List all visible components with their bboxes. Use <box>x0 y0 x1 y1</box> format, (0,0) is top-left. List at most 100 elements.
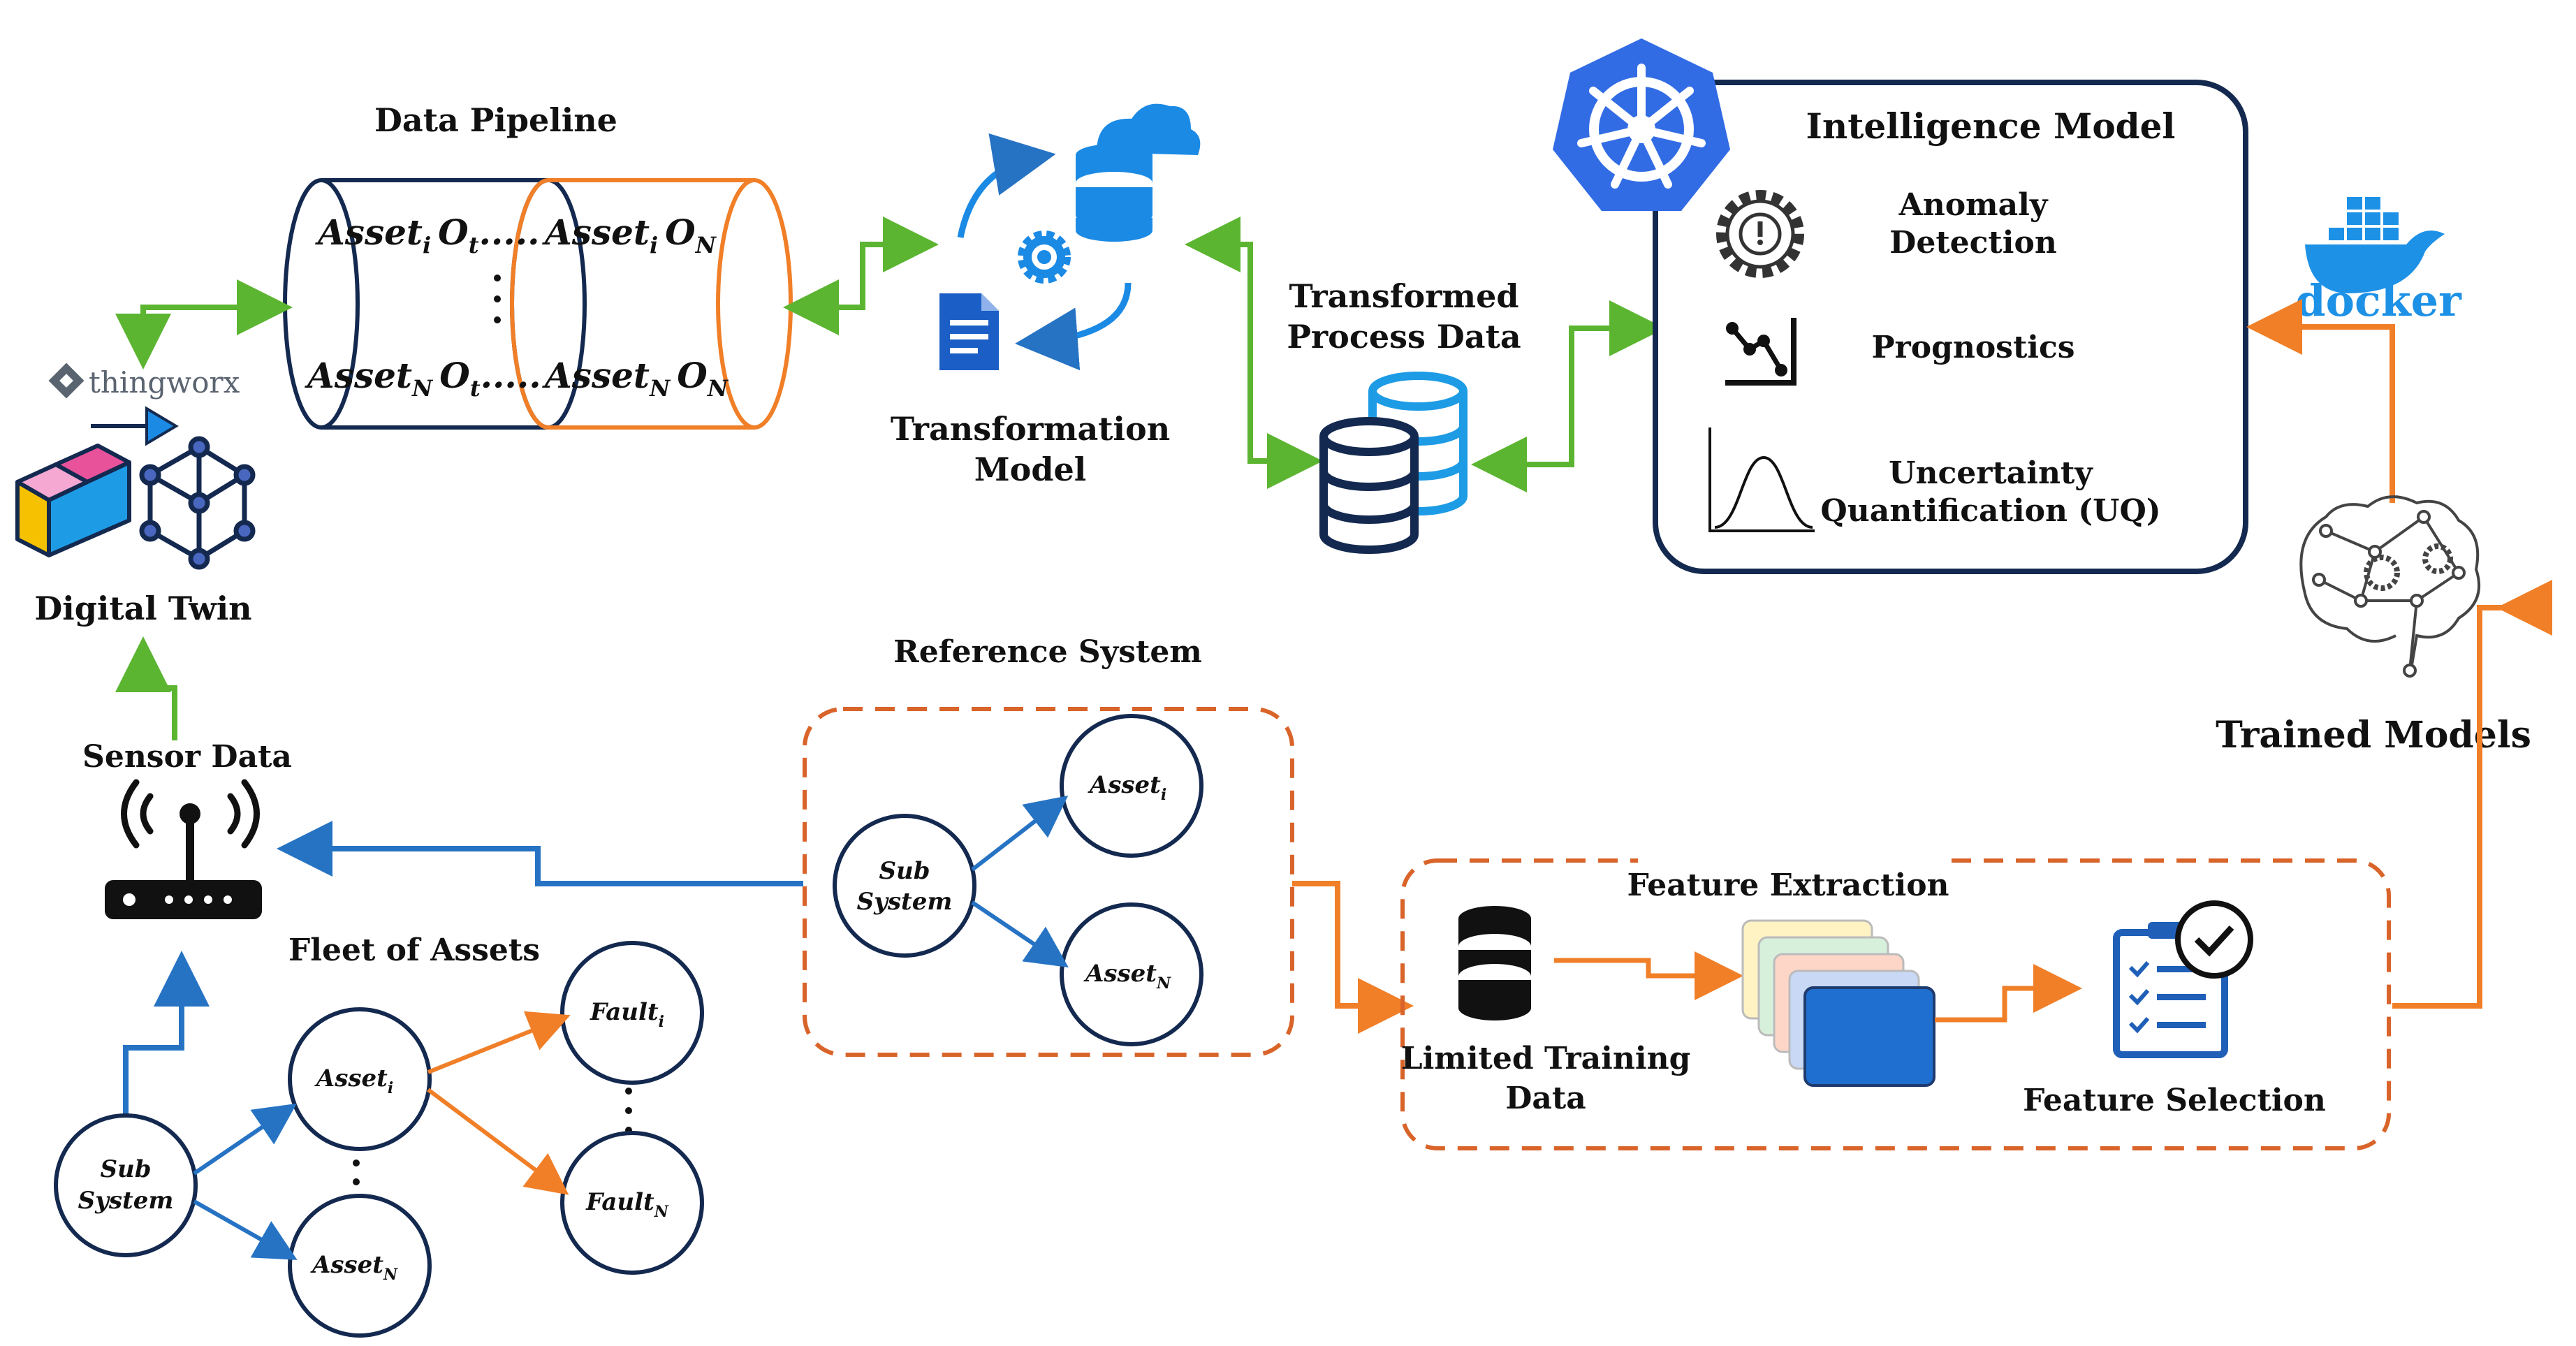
gear-alert-icon <box>1716 190 1804 278</box>
fleet-fault-i-label: Faulti <box>590 998 664 1031</box>
feature-stack-icon <box>1741 919 1935 1087</box>
reference-system-box <box>803 707 1294 1057</box>
thingworx-icon <box>48 363 85 399</box>
intelligence-model-box <box>1653 80 2248 574</box>
reference-edge-i <box>971 795 1069 872</box>
trend-chart-icon <box>1725 318 1796 386</box>
data-pipeline-title: Data Pipeline <box>374 101 617 139</box>
fleet-asset-i-label: Asseti <box>314 1065 393 1097</box>
prognostics-label: Prognostics <box>1871 330 2074 365</box>
cycle-arrow-top <box>957 133 1056 238</box>
fleet-subsystem-node <box>54 1113 198 1257</box>
training-label-1: Limited Training <box>1401 1041 1691 1076</box>
thingworx-logo: thingworx <box>48 363 240 446</box>
checklist-icon <box>2113 900 2253 1058</box>
arrow-reference-to-sensor <box>277 821 803 886</box>
reference-sub-label-2: System <box>857 888 953 916</box>
reference-edge-n <box>971 900 1069 968</box>
bell-curve-icon <box>1708 427 1815 532</box>
arrow-transformation-transformed <box>1185 217 1323 489</box>
pipeline-cylinder-orange-seam <box>510 178 549 430</box>
pipeline-cylinder-orange <box>548 178 754 430</box>
cycle-arrow-bottom <box>1015 282 1132 371</box>
transformed-label-1: Transformed <box>1289 277 1518 315</box>
anomaly-label-1: Anomaly <box>1898 187 2049 223</box>
fleet-asset-n-label: AssetN <box>310 1251 398 1284</box>
fleet-edge-asset-i <box>193 1103 297 1176</box>
digital-twin-label: Digital Twin <box>34 590 251 627</box>
reference-asset-i-label: Asseti <box>1088 771 1166 804</box>
kubernetes-icon <box>1553 38 1730 211</box>
arrow-stack-to-selection <box>1935 964 2082 1023</box>
fleet-edge-fault-i <box>427 1011 571 1074</box>
transformation-label-1: Transformation <box>891 410 1170 448</box>
feature-extraction-title: Feature Extraction <box>1627 868 1949 903</box>
arrow-transformed-intelligence <box>1471 300 1665 492</box>
trained-models: Trained Models <box>2216 495 2531 756</box>
reference-system-title: Reference System <box>893 634 1202 670</box>
training-database-icon <box>1458 906 1531 1021</box>
docker-whale-icon <box>2305 197 2445 293</box>
arrow-sensor-to-twin <box>115 636 177 740</box>
feature-extraction: Feature Extraction Limited Training Data <box>1400 849 2391 1150</box>
transformed-process-data: Transformed Process Data <box>1287 277 1521 554</box>
anomaly-label-2: Detection <box>1889 225 2057 261</box>
digital-twin-wireframe-icon <box>139 436 256 570</box>
arrow-fleet-to-sensor <box>123 951 210 1118</box>
docker-text: docker <box>2295 275 2462 326</box>
uq-label-1: Uncertainty <box>1889 455 2093 491</box>
fleet-asset-n-node <box>288 1194 432 1338</box>
sensor-data: Sensor Data <box>82 739 292 919</box>
fleet-edge-fault-n <box>427 1088 569 1195</box>
thingworx-text: thingworx <box>89 365 240 400</box>
arrow-reference-to-features <box>1292 881 1414 1034</box>
gear-icon <box>1018 231 1071 284</box>
uq-label-2: Quantification (UQ) <box>1820 493 2160 529</box>
arrow-training-to-stack <box>1554 951 1743 1000</box>
intelligence-model-title: Intelligence Model <box>1806 105 2176 147</box>
thingworx-play-icon <box>91 406 179 446</box>
document-icon <box>939 293 999 370</box>
arrow-pipeline-transformation <box>783 217 939 335</box>
fleet-title: Fleet of Assets <box>288 932 540 968</box>
reference-sub-label-1: Sub <box>879 857 930 885</box>
transformation-model: Transformation Model <box>891 103 1201 488</box>
router-icon <box>105 779 262 919</box>
training-label-2: Data <box>1505 1081 1586 1116</box>
fleet-sub-label-2: System <box>78 1187 174 1215</box>
brain-network-icon <box>2299 495 2481 678</box>
transformation-label-2: Model <box>974 451 1087 488</box>
sensor-data-label: Sensor Data <box>82 739 292 775</box>
fleet-fault-n-label: FaultN <box>585 1188 669 1221</box>
transformed-label-2: Process Data <box>1287 318 1521 356</box>
cloud-database-icon <box>1076 103 1201 242</box>
feature-extraction-title-bg <box>1638 849 1942 877</box>
intelligence-model: Intelligence Model Anomaly Detection Pro… <box>1553 38 2248 574</box>
arrow-trained-to-intelligence <box>2246 299 2395 503</box>
pipeline-cylinder-orange-end <box>716 178 793 430</box>
fleet-edge-asset-n <box>193 1199 298 1260</box>
docker-logo: docker <box>2295 197 2462 326</box>
reference-system: Reference System Sub System Asseti Asset… <box>803 634 1294 1057</box>
reference-asset-n-node <box>1060 902 1203 1046</box>
reference-asset-i-node <box>1060 714 1203 858</box>
fleet-fault-n-node <box>560 1131 704 1275</box>
digital-twin: Digital Twin <box>15 436 256 627</box>
reference-asset-n-label: AssetN <box>1083 960 1171 993</box>
fleet-of-assets: Fleet of Assets Sub System Asseti AssetN… <box>54 932 704 1338</box>
digital-twin-cube-icon <box>15 444 131 557</box>
trained-models-label: Trained Models <box>2216 714 2531 756</box>
fleet-sub-label-1: Sub <box>100 1155 151 1183</box>
database-icon-front <box>1319 417 1419 554</box>
arrow-twin-pipeline <box>115 279 293 370</box>
reference-subsystem-node <box>833 814 976 958</box>
fleet-fault-dots <box>625 1088 632 1134</box>
fleet-asset-i-node <box>288 1007 432 1151</box>
pipeline-cylinder-navy <box>321 178 548 430</box>
